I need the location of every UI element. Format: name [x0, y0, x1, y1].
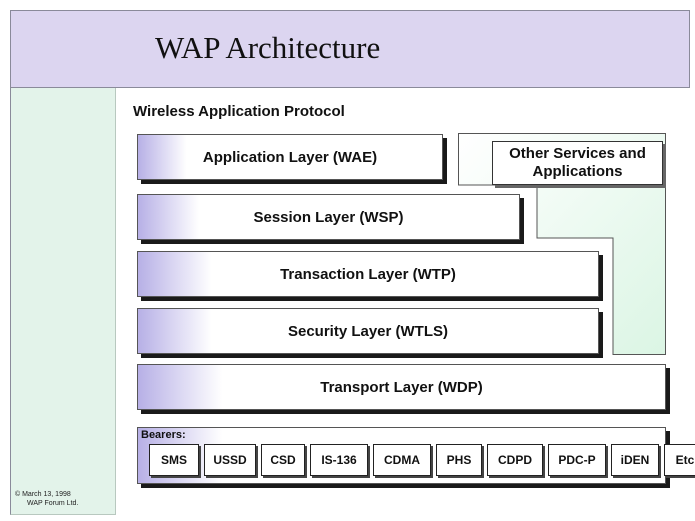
diagram-subtitle: Wireless Application Protocol: [133, 103, 345, 120]
bearer-csd: CSD: [261, 444, 305, 476]
other-services-box: Other Services and Applications: [492, 141, 663, 185]
sidebar-panel: [10, 88, 116, 515]
copyright-owner: WAP Forum Ltd.: [27, 500, 79, 507]
layer-security: Security Layer (WTLS): [137, 308, 599, 354]
bearer-cdpd: CDPD: [487, 444, 543, 476]
bearer-pdc-p: PDC-P: [548, 444, 606, 476]
bearer-sms: SMS: [149, 444, 199, 476]
title-banner: [10, 10, 690, 88]
bearer-ussd: USSD: [204, 444, 256, 476]
bearer-iden: iDEN: [611, 444, 659, 476]
layer-transport: Transport Layer (WDP): [137, 364, 666, 410]
bearer-cdma: CDMA: [373, 444, 431, 476]
other-services-region: [458, 133, 666, 355]
copyright-date: © March 13, 1998: [15, 491, 71, 498]
bearer-is-136: IS-136: [310, 444, 368, 476]
other-services-line2: Applications: [532, 163, 623, 180]
bearer-phs: PHS: [436, 444, 482, 476]
layer-transaction: Transaction Layer (WTP): [137, 251, 599, 297]
layer-application: Application Layer (WAE): [137, 134, 443, 180]
bearers-label: Bearers:: [141, 429, 186, 441]
bearer-list: SMS USSD CSD IS-136 CDMA PHS CDPD PDC-P …: [149, 444, 695, 476]
copyright-notice: © March 13, 1998 WAP Forum Ltd.: [15, 490, 78, 508]
bearer-etc: Etc...: [664, 444, 695, 476]
other-services-line1: Other Services and: [509, 145, 646, 162]
bearers-panel: Bearers: SMS USSD CSD IS-136 CDMA PHS CD…: [137, 427, 695, 484]
page-title: WAP Architecture: [155, 30, 381, 65]
layer-session: Session Layer (WSP): [137, 194, 520, 240]
